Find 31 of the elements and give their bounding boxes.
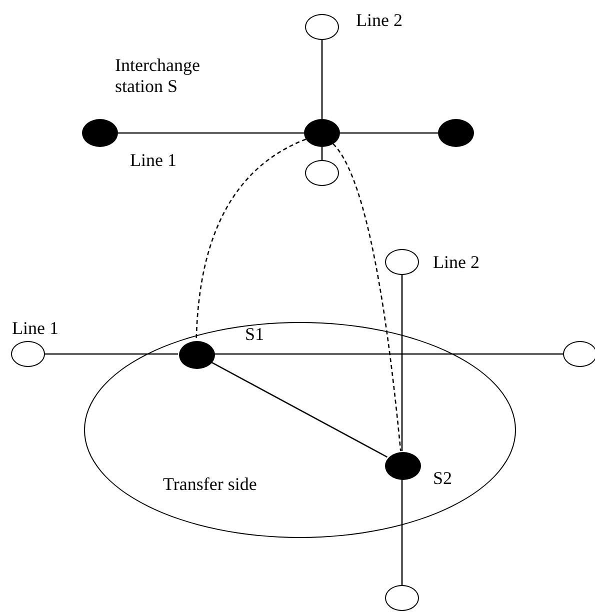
line-segment [401, 479, 403, 585]
line-segment [210, 361, 388, 458]
line-segment [401, 275, 403, 451]
interchange-station-dot [304, 119, 340, 147]
interchange-station-dot [385, 452, 421, 480]
interchange-station-dot [82, 119, 118, 147]
line-label: Interchange station S [115, 55, 201, 96]
station-label: S1 [245, 324, 264, 345]
dashed-transfer-path [332, 144, 402, 452]
line-segment [118, 132, 304, 134]
area-label: Transfer side [163, 474, 257, 495]
dashed-transfer-path [196, 138, 306, 340]
line-segment [45, 353, 178, 355]
station-circle [11, 341, 45, 367]
line-segment [321, 147, 323, 160]
line-label: Line 2 [433, 252, 480, 273]
line-segment [340, 132, 438, 134]
line-segment [214, 353, 563, 355]
station-circle [305, 160, 339, 186]
station-circle [385, 585, 419, 611]
station-circle [305, 14, 339, 40]
interchange-station-dot [438, 119, 474, 147]
station-circle [385, 249, 419, 275]
station-label: S2 [433, 468, 452, 489]
line-label: Line 1 [130, 150, 176, 171]
line-label: Line 1 [12, 318, 58, 339]
line-segment [321, 40, 323, 119]
interchange-station-dot [179, 341, 215, 369]
station-circle [563, 341, 595, 367]
transfer-area-ellipse [84, 322, 516, 538]
line-label: Line 2 [356, 10, 402, 31]
